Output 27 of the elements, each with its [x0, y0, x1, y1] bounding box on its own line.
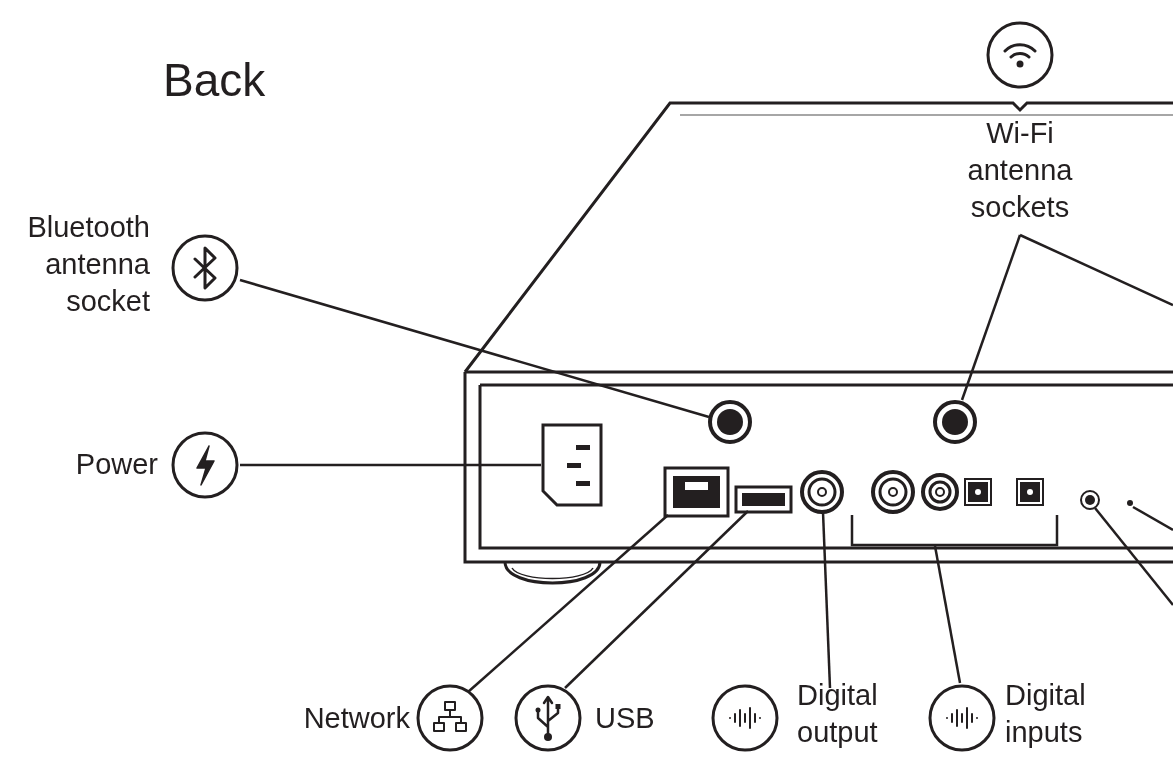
antenna-socket	[933, 400, 977, 444]
callout-label: Bluetooth antenna socket	[26, 210, 150, 319]
indicator-dot	[1127, 500, 1133, 506]
leader-line	[467, 514, 669, 693]
power-inlet	[541, 423, 603, 507]
jack-socket	[1080, 490, 1100, 510]
callout-label: Network	[302, 701, 410, 736]
leader-line	[1132, 505, 1173, 532]
bracket	[850, 515, 1059, 547]
callout-label: Digital output	[797, 678, 879, 750]
leader-line	[240, 463, 541, 467]
callout-label: Power	[74, 447, 158, 482]
leader-line	[933, 545, 962, 684]
antenna-socket	[708, 400, 752, 444]
heading: Back	[163, 53, 266, 108]
leader-line	[564, 510, 749, 689]
usb-port	[734, 485, 793, 514]
leader-line	[821, 511, 832, 689]
coaxial-socket	[800, 470, 844, 514]
leader-line	[1019, 233, 1173, 307]
network-port	[663, 466, 730, 518]
callout-label: USB	[595, 701, 656, 736]
leader-line	[1094, 507, 1173, 606]
leader-line	[960, 234, 1022, 401]
leader-line	[239, 278, 710, 419]
callout-label: Digital inputs	[1005, 678, 1087, 750]
callout-label: Wi-Fi antenna sockets	[966, 116, 1074, 225]
